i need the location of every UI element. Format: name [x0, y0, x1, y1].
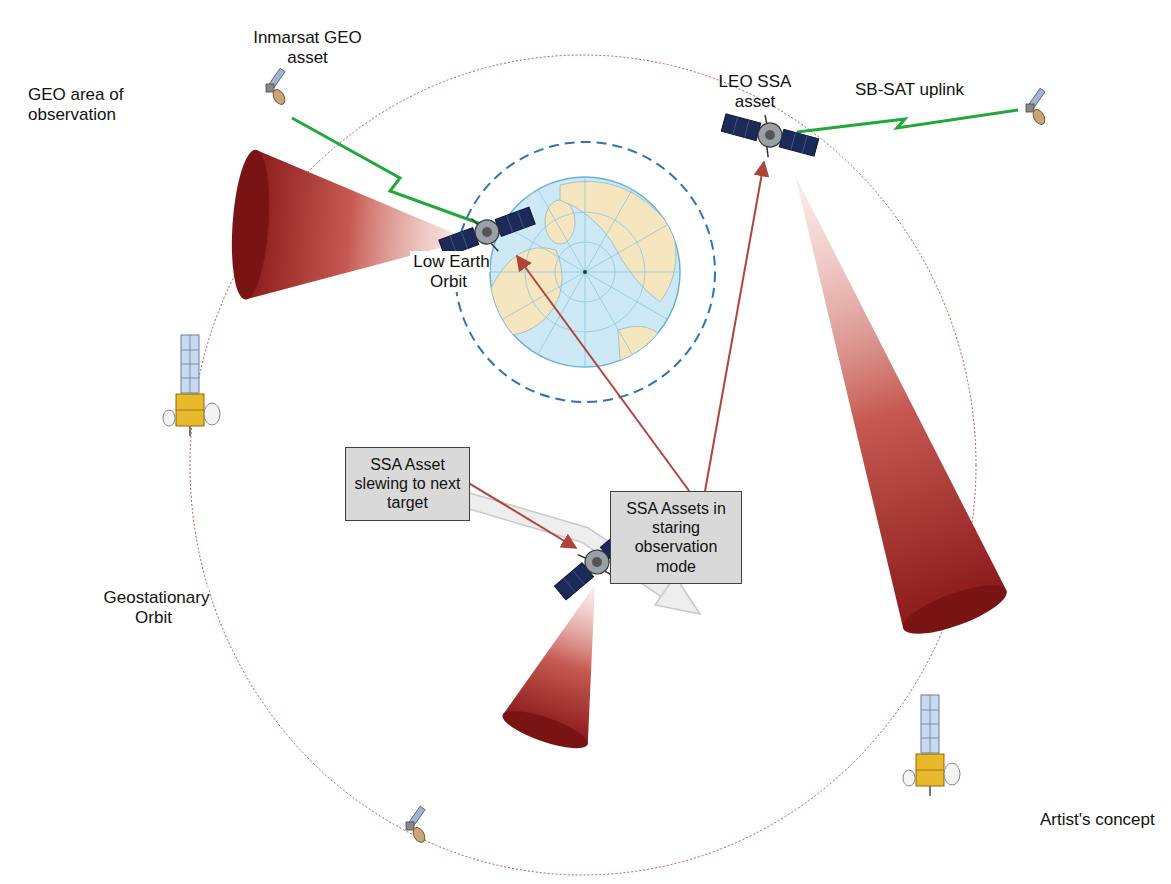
diagram-label: Low Earth Orbit [405, 252, 495, 293]
geo-satellite [163, 335, 220, 436]
label-text: Artist's concept [1040, 810, 1155, 829]
label-text: LEO SSA asset [719, 72, 792, 111]
diagram-label: LEO SSA asset [712, 72, 798, 113]
diagram-label: Artist's concept [1040, 810, 1165, 830]
leo-satellite [718, 105, 821, 168]
leader-arrow [705, 162, 764, 491]
leader-arrow [517, 256, 689, 491]
label-text: Low Earth Orbit [410, 251, 490, 292]
earth-globe [490, 177, 680, 367]
callout-box: SSA Assets in staring observation mode [610, 491, 742, 584]
callout-box: SSA Asset slewing to next target [345, 447, 470, 521]
diagram-label: GEO area of observation [28, 85, 138, 126]
observation-cone [743, 156, 1012, 644]
label-text: Inmarsat GEO asset [253, 28, 362, 67]
comm-link [797, 110, 1018, 132]
geo-satellite [406, 806, 427, 844]
diagram-label: SB-SAT uplink [855, 80, 990, 100]
diagram-label: Inmarsat GEO asset [245, 28, 370, 69]
geo-orbit [190, 55, 976, 875]
label-text: SB-SAT uplink [855, 80, 964, 99]
callout-text: SSA Assets in staring observation mode [617, 499, 735, 576]
geo-satellite [903, 695, 960, 796]
geo-satellite [1026, 88, 1047, 126]
callout-text: SSA Asset slewing to next target [352, 455, 463, 513]
leader-arrow [470, 484, 576, 548]
label-text: GEO area of observation [28, 85, 123, 124]
diagram-label: Geostationary Orbit [90, 588, 220, 629]
label-text: Geostationary Orbit [101, 587, 210, 628]
leo-orbit [455, 142, 715, 402]
comm-link [292, 118, 492, 228]
geo-satellite [266, 68, 287, 106]
